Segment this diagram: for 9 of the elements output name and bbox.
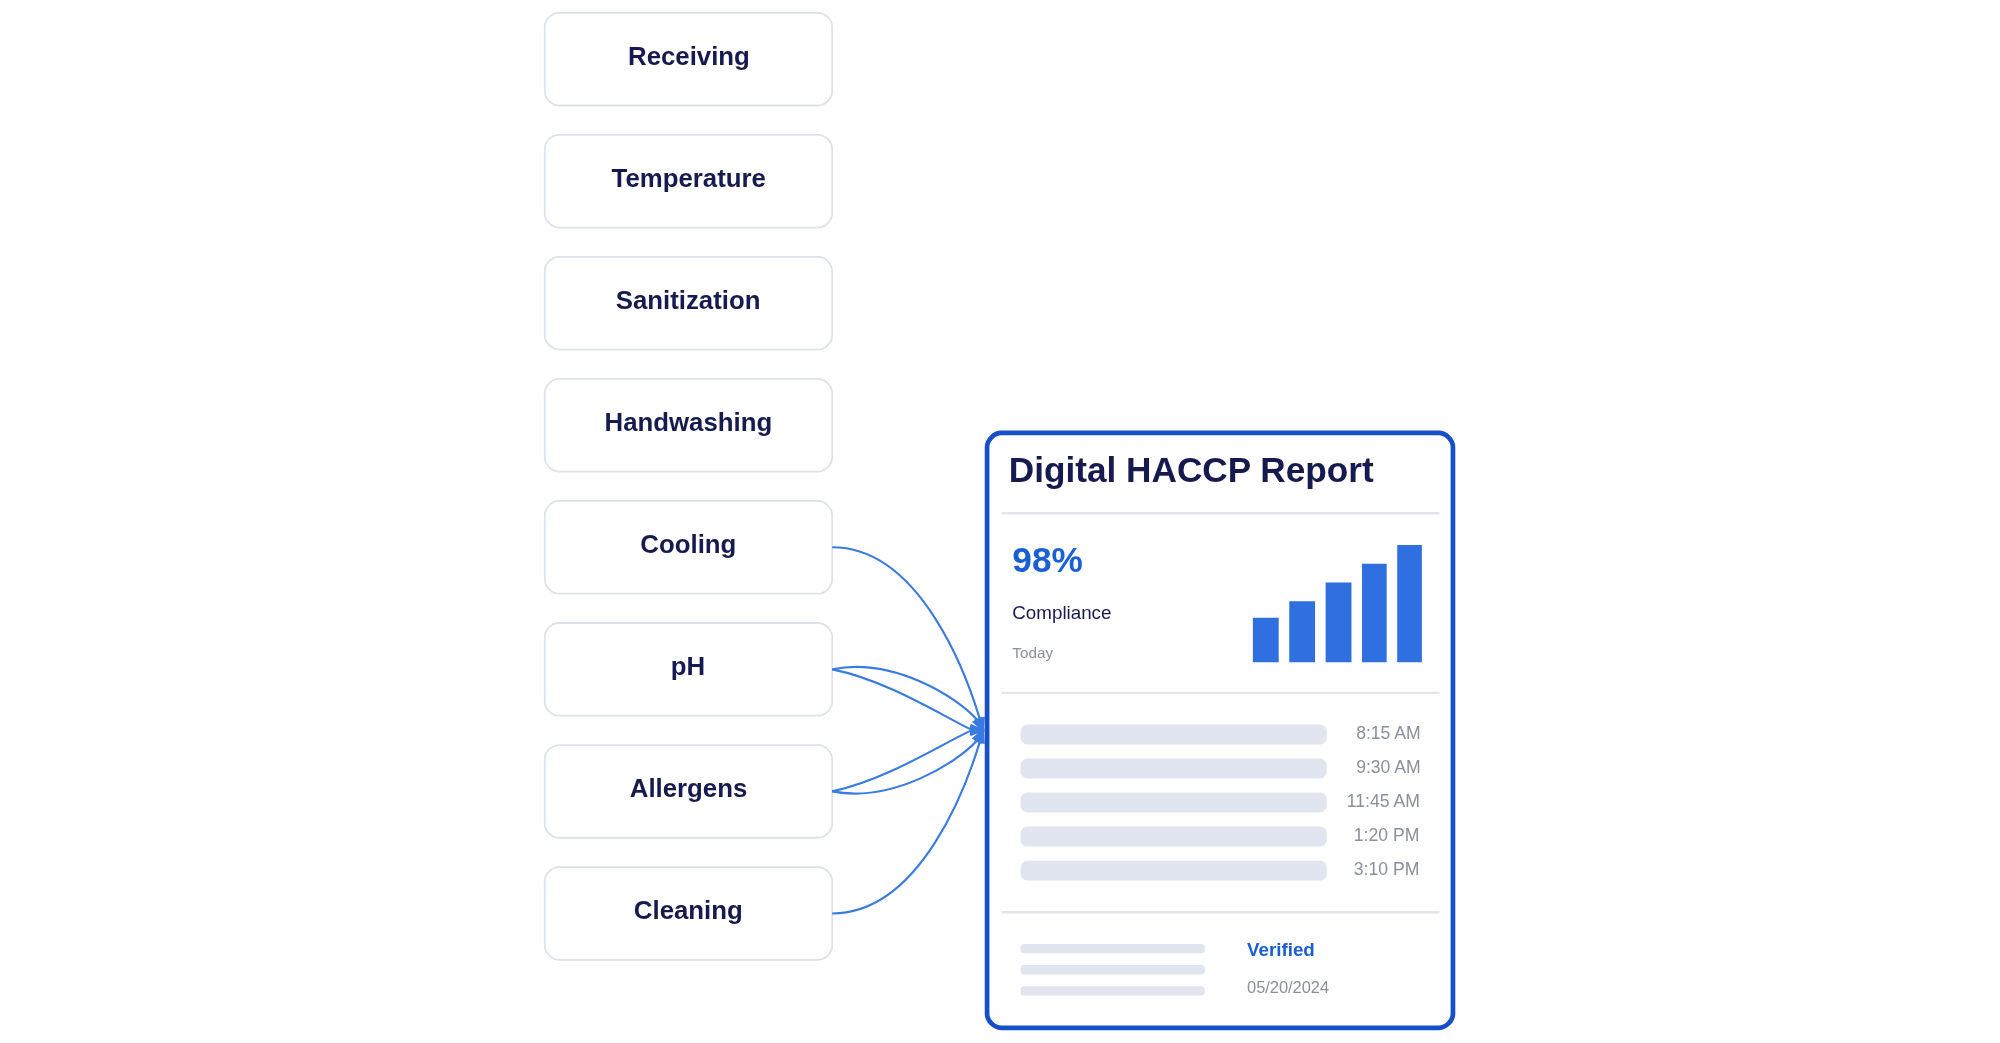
node-box: Handwashing xyxy=(543,378,834,473)
arrow xyxy=(832,727,985,915)
node-box: Cooling xyxy=(543,500,834,595)
node-box: Temperature xyxy=(543,133,834,229)
node-box: Receiving xyxy=(543,11,834,107)
node-box: pH xyxy=(543,622,834,717)
node-box: Cleaning xyxy=(543,866,834,961)
node-box: Sanitization xyxy=(543,256,834,351)
node-box: Allergens xyxy=(543,744,834,839)
